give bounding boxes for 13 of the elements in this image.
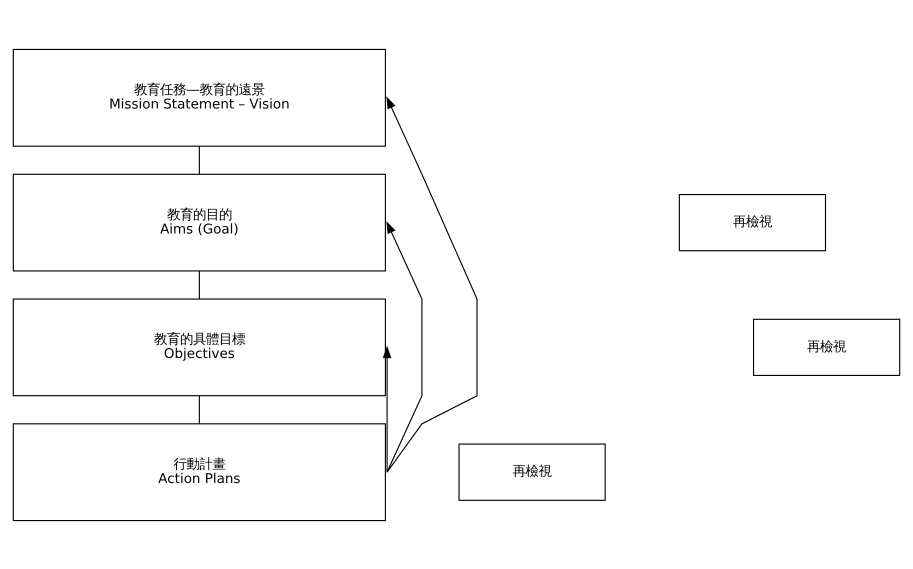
arrow <box>386 96 478 472</box>
node-box: 教育的目的 Aims (Goal) <box>12 173 386 272</box>
node-box: 再檢視 <box>458 443 606 500</box>
connector <box>198 395 200 424</box>
node-box: 教育的具體目標 Objectives <box>12 298 386 396</box>
connector <box>198 146 200 174</box>
node-box: 教育任務—教育的遠景 Mission Statement – Vision <box>12 48 386 146</box>
node-box: 再檢視 <box>678 193 826 251</box>
arrow <box>386 220 422 472</box>
node-box: 再檢視 <box>752 318 900 376</box>
arrow <box>382 345 392 472</box>
connector <box>198 270 200 299</box>
node-box: 行動計畫 Action Plans <box>12 422 386 521</box>
